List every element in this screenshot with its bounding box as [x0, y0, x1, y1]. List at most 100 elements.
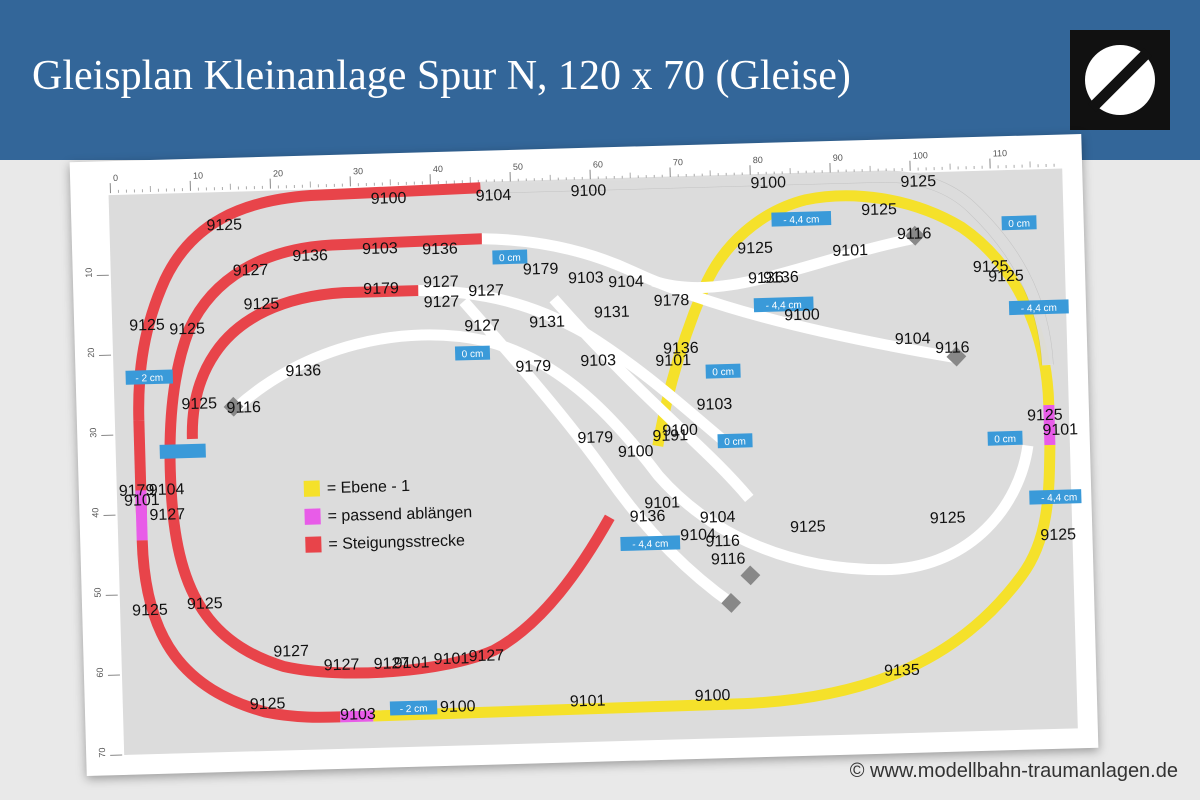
track-number-label: 9116	[897, 225, 932, 243]
track-number-label: 9100	[570, 182, 606, 200]
level-tag	[492, 249, 528, 265]
track-number-label: 9131	[594, 304, 630, 322]
track-number-label: 9104	[476, 187, 512, 205]
page-title: Gleisplan Kleinanlage Spur N, 120 x 70 (…	[32, 53, 851, 99]
level-tag-text: - 4,4 cm	[1041, 492, 1077, 504]
level-tag-text: - 4,4 cm	[1021, 303, 1057, 315]
legend-label: = Ebene - 1	[327, 478, 411, 497]
track-number-label: 9103	[580, 352, 616, 370]
track-white-figure8	[232, 329, 1034, 576]
ruler-top-label: 70	[673, 157, 683, 167]
ruler-left-label: 40	[90, 508, 100, 518]
track-number-label: 9104	[608, 273, 644, 291]
track-number-label: 9104	[149, 481, 185, 499]
level-tags: 0 cm0 cm0 cm0 cm0 cm0 cm- 4,4 cm- 4,4 cm…	[125, 211, 1089, 716]
track-number-label: 9125	[900, 173, 936, 191]
track-number-label: 9100	[618, 443, 654, 461]
legend-swatch	[304, 508, 321, 525]
track-red-inner-top	[186, 285, 419, 440]
track-number-label: 9191	[652, 427, 688, 445]
track-number-label: 9125	[737, 240, 773, 258]
buffer-stop	[946, 346, 967, 367]
track-number-label: 9101	[570, 692, 606, 710]
level-tag	[753, 296, 814, 313]
track-number-label: 9104	[895, 330, 931, 348]
level-tag	[620, 535, 681, 552]
level-tag	[1008, 299, 1069, 316]
track-number-label: 9104	[700, 509, 736, 527]
track-number-label: 9125	[181, 395, 217, 413]
track-number-label: 9127	[423, 273, 459, 291]
level-tag-text: 0 cm	[462, 349, 484, 361]
track-number-label: 9101	[644, 494, 680, 512]
legend-label: = passend ablängen	[327, 504, 472, 525]
track-number-label: 9136	[422, 240, 458, 258]
track-number-label: 9125	[187, 595, 223, 613]
track-number-label: 9116	[705, 533, 740, 551]
track-number-label: 9101	[394, 654, 430, 672]
track-number-label: 9101	[655, 352, 691, 370]
track-number-label: 9125	[790, 518, 826, 536]
level-tag	[987, 430, 1023, 446]
track-red-outer-bottom	[136, 540, 341, 723]
buffer-stop	[740, 565, 761, 586]
track-number-label: 9125	[250, 695, 286, 713]
track-number-label: 9125	[930, 509, 966, 527]
track-number-label: 9125	[861, 201, 897, 219]
ruler-left-label: 60	[95, 667, 105, 677]
track-number-label: 9136	[630, 508, 666, 526]
level-tag-text: - 4,4 cm	[766, 300, 802, 312]
level-tag-text: - 4,4 cm	[632, 539, 668, 551]
legend-swatch	[305, 536, 322, 553]
ruler-top-label: 80	[753, 155, 763, 165]
track-purple-left	[135, 490, 148, 541]
level-tag	[1001, 215, 1037, 231]
track-number-label: 9135	[884, 662, 920, 680]
level-tag	[717, 433, 753, 449]
ruler-top-label: 20	[273, 168, 283, 178]
track-number-label: 9127	[273, 643, 309, 661]
track-number-label: 9127	[423, 293, 459, 311]
ruler-top-label: 0	[113, 173, 118, 183]
ruler-top-label: 10	[193, 171, 203, 181]
track-number-label: 9127	[464, 317, 500, 335]
track-number-label: 9127	[232, 262, 268, 280]
track-number-label: 9103	[362, 240, 398, 258]
track-number-label: 9179	[363, 280, 399, 298]
track-number-label: 9136	[292, 247, 328, 265]
track-number-label: 9125	[243, 295, 279, 313]
track-number-label: 9100	[750, 174, 786, 192]
track-number-label: 9100	[784, 306, 820, 324]
track-number-label: 9125	[1027, 407, 1063, 425]
ruler-left-label: 70	[97, 747, 107, 757]
track-number-label: 9101	[1042, 421, 1078, 439]
level-tag	[159, 443, 206, 459]
ruler-top-label: 30	[353, 166, 363, 176]
legend-label: = Steigungsstrecke	[328, 532, 465, 553]
track-white-cross-1	[459, 297, 736, 609]
track-number-label: 9101	[124, 492, 160, 510]
track-number-label: 9116	[226, 399, 261, 417]
level-tag-text: 0 cm	[994, 434, 1016, 446]
track-number-label: 9103	[340, 706, 376, 724]
ruler-top-label: 60	[593, 159, 603, 169]
level-tag-text: 0 cm	[1008, 218, 1030, 230]
track-number-label: 9125	[129, 317, 165, 335]
track-number-label: 9125	[988, 268, 1024, 286]
buffer-stop	[223, 396, 244, 417]
track-layout	[133, 170, 1056, 723]
track-number-label: 9125	[206, 216, 242, 234]
track-yellow-right-loop	[652, 190, 1055, 447]
track-number-label: 9136	[763, 269, 799, 287]
level-tag	[771, 211, 832, 227]
track-number-label: 9125	[169, 321, 205, 339]
legend-swatch	[303, 480, 321, 497]
ruler-top-label: 100	[913, 150, 928, 160]
track-number-label: 9127	[468, 282, 504, 300]
level-tag-text: 0 cm	[712, 367, 734, 379]
track-number-label: 9100	[695, 687, 731, 705]
track-purple-right	[1043, 404, 1056, 446]
